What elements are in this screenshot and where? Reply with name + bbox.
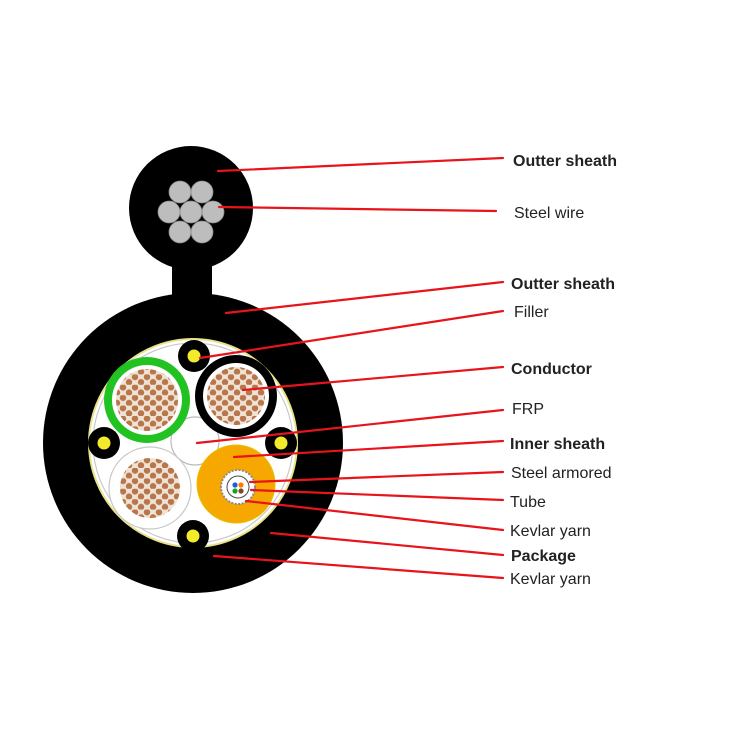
leader-line	[249, 488, 505, 502]
label-tube: Tube	[510, 494, 546, 511]
conductor-white	[108, 446, 192, 530]
label-outter-sheath-messenger: Outter sheath	[513, 153, 617, 170]
label-inner-sheath: Inner sheath	[510, 436, 605, 453]
label-kevlar-yarn-inner: Kevlar yarn	[510, 523, 591, 540]
strength-element-core	[274, 436, 288, 450]
label-conductor: Conductor	[511, 361, 592, 378]
strength-element-core	[97, 436, 111, 450]
steel-wire	[190, 220, 214, 244]
label-steel-wire: Steel wire	[514, 205, 584, 222]
steel-wire	[190, 180, 214, 204]
steel-wire	[201, 200, 225, 224]
messenger-strand	[129, 146, 253, 318]
leader-line	[244, 499, 505, 532]
strength-element-core	[187, 349, 201, 363]
copper-strands	[116, 369, 178, 431]
label-package: Package	[511, 548, 576, 565]
fibre-brown	[238, 488, 244, 494]
copper-strands	[207, 367, 265, 425]
conductor-black	[195, 355, 277, 437]
leader-line	[195, 408, 505, 445]
loose-tube	[226, 475, 250, 499]
steel-wire	[179, 200, 203, 224]
optical-unit	[196, 444, 276, 524]
label-frp: FRP	[512, 401, 544, 418]
fibre-blue	[232, 482, 238, 488]
leader-line	[216, 156, 505, 173]
steel-wire	[168, 220, 192, 244]
leader-line	[241, 365, 505, 392]
strength-element-core	[186, 529, 200, 543]
leader-lines	[195, 156, 505, 580]
fibre-orange	[238, 482, 244, 488]
fibre-green	[232, 488, 238, 494]
leader-line	[217, 205, 498, 213]
leader-line	[232, 439, 505, 459]
leader-line	[224, 280, 505, 315]
conductor-green	[104, 357, 190, 443]
leader-line	[248, 470, 505, 484]
label-steel-armored: Steel armored	[511, 465, 612, 482]
copper-strands	[120, 458, 180, 518]
label-outter-sheath-main: Outter sheath	[511, 276, 615, 293]
labels: Outter sheath Steel wire Outter sheath F…	[510, 153, 617, 588]
leader-line	[198, 309, 505, 360]
label-filler: Filler	[514, 304, 549, 321]
main-cable	[43, 293, 343, 593]
steel-wire	[157, 200, 181, 224]
leader-line	[269, 531, 505, 557]
label-kevlar-yarn-outer: Kevlar yarn	[510, 571, 591, 588]
leader-line	[212, 554, 505, 580]
steel-wire	[168, 180, 192, 204]
